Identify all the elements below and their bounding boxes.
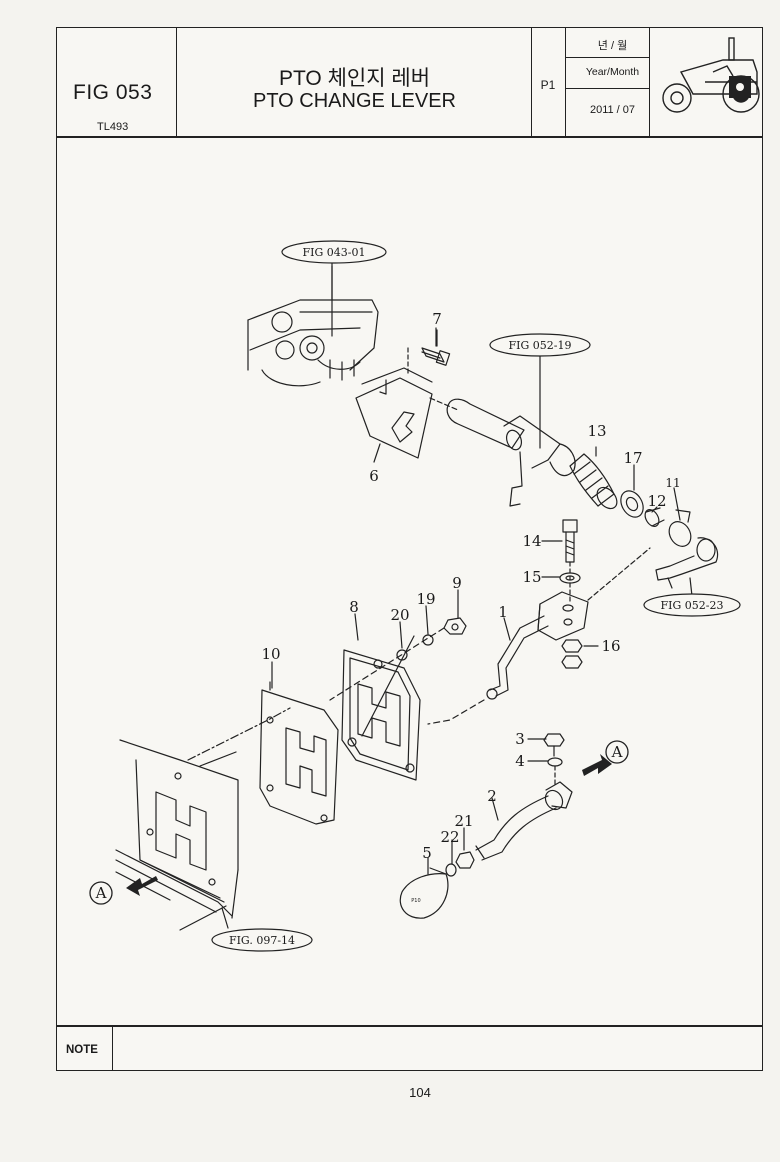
header-divider xyxy=(566,88,650,90)
part-11-pin xyxy=(668,509,692,547)
transmission-housing xyxy=(247,265,379,387)
part-9-nut xyxy=(443,617,467,635)
view-marker-label: A xyxy=(95,884,107,902)
callout-21: 21 xyxy=(454,812,473,830)
year-month-label: Year/Month xyxy=(585,66,640,78)
part-6-plate xyxy=(355,367,433,459)
callout-4: 4 xyxy=(515,752,525,770)
title-english: PTO CHANGE LEVER xyxy=(252,90,457,112)
ref-label: FIG 052-23 xyxy=(661,599,724,612)
page-frame: FIG 053 TL493 PTO 체인지 레버 PTO CHANGE LEVE… xyxy=(56,27,763,1071)
part-8-gate-plate xyxy=(341,635,421,781)
ref-fig-052-19 xyxy=(489,333,591,357)
callout-12: 12 xyxy=(647,492,666,510)
part-2-lever-rod xyxy=(475,781,573,861)
view-arrow-right xyxy=(582,740,629,776)
part-10-gate-plate xyxy=(259,681,339,825)
header-divider xyxy=(176,28,178,137)
ref-label: FIG 052-19 xyxy=(509,339,572,352)
part-22-washer xyxy=(445,863,457,877)
shift-fork xyxy=(655,537,719,589)
year-month-korean: 년 / 월 xyxy=(597,40,628,52)
view-arrow-left xyxy=(89,876,158,905)
page-code: P1 xyxy=(540,78,556,92)
callout-5: 5 xyxy=(422,844,432,862)
header-divider xyxy=(649,28,651,137)
part-19-washer xyxy=(422,634,434,646)
part-4-washer xyxy=(547,757,563,767)
callout-8: 8 xyxy=(349,598,359,616)
note-divider xyxy=(112,1026,114,1070)
callout-13: 13 xyxy=(587,422,606,440)
callout-9: 9 xyxy=(452,574,462,592)
part-14-bolt xyxy=(562,519,578,603)
knob-marking: P10 xyxy=(411,898,420,904)
callout-16: 16 xyxy=(601,637,620,655)
part-15-washer xyxy=(559,572,581,584)
model-code: TL493 xyxy=(97,121,129,133)
header-divider xyxy=(531,28,533,137)
note-label: NOTE xyxy=(66,1044,98,1056)
callout-15: 15 xyxy=(522,568,541,586)
part-13-spring xyxy=(569,453,618,510)
callout-11: 11 xyxy=(665,476,680,490)
ref-fig-097-14 xyxy=(211,928,313,952)
callout-7: 7 xyxy=(432,310,442,328)
header-divider xyxy=(565,28,567,137)
floor-panel xyxy=(115,739,239,931)
callout-1: 1 xyxy=(498,603,508,621)
part-5-knob xyxy=(399,867,449,919)
part-16-nuts xyxy=(561,639,583,669)
part-3-bolt xyxy=(543,733,565,757)
figure-number: FIG 053 xyxy=(73,81,153,104)
callout-20: 20 xyxy=(390,606,409,624)
callout-19: 19 xyxy=(416,590,435,608)
ref-label: FIG. 097-14 xyxy=(229,934,295,947)
header-bottom-rule xyxy=(57,136,762,138)
part-1-lever xyxy=(427,591,589,725)
title-korean: PTO 체인지 레버 xyxy=(278,67,431,90)
callout-3: 3 xyxy=(515,730,525,748)
note-top-rule xyxy=(57,1025,762,1027)
part-shift-shaft xyxy=(446,398,576,507)
view-marker-label: A xyxy=(611,743,623,761)
callout-14: 14 xyxy=(522,532,541,550)
part-12-collar xyxy=(644,507,665,527)
callout-22: 22 xyxy=(440,828,459,846)
header-divider xyxy=(566,57,650,59)
ref-fig-043-01 xyxy=(281,240,387,264)
ref-label: FIG 043-01 xyxy=(303,246,366,259)
page-number: 104 xyxy=(409,1085,431,1100)
ref-fig-052-23 xyxy=(643,593,741,617)
year-month-value: 2011 / 07 xyxy=(589,104,636,116)
callout-17: 17 xyxy=(623,449,642,467)
part-7-bolt xyxy=(421,329,451,366)
callout-10: 10 xyxy=(261,645,280,663)
callout-2: 2 xyxy=(487,787,497,805)
tractor-icon xyxy=(662,37,760,113)
part-17-washer xyxy=(620,490,644,518)
callout-6: 6 xyxy=(369,467,379,485)
part-21-nut xyxy=(455,851,475,869)
